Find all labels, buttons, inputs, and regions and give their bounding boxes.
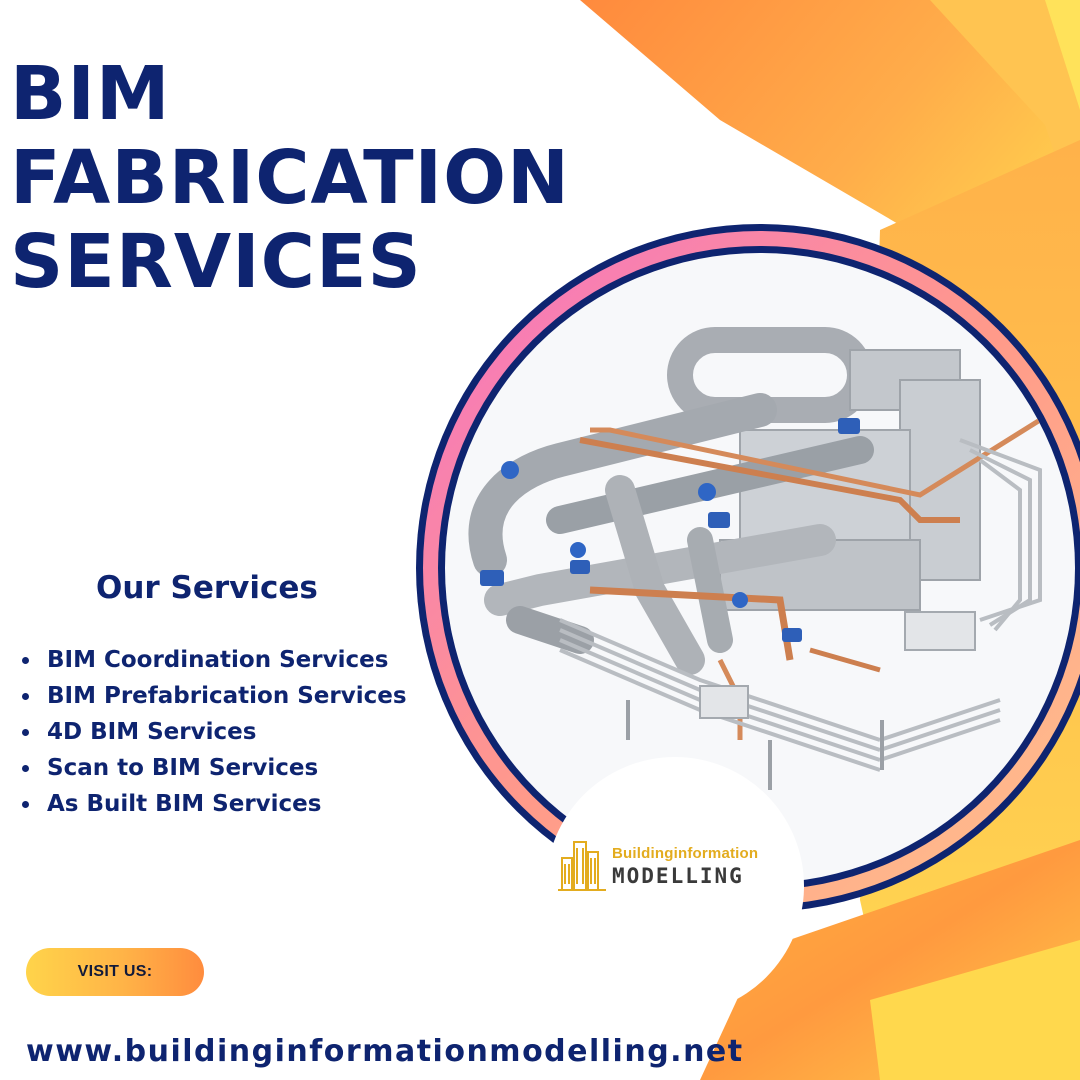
pipe-network-illustration — [468, 327, 1042, 790]
bullet-icon — [22, 800, 29, 808]
list-item: BIM Coordination Services — [18, 642, 407, 678]
logo-text-top: Buildinginformation — [612, 845, 759, 862]
list-item: 4D BIM Services — [18, 714, 407, 750]
bullet-icon — [22, 656, 29, 664]
bullet-icon — [22, 764, 29, 772]
orange-shape-top-light — [930, 0, 1080, 230]
service-label: As Built BIM Services — [47, 791, 322, 817]
bullet-icon — [22, 728, 29, 736]
visit-us-button[interactable]: VISIT US: — [26, 948, 204, 996]
building-logo-icon — [558, 841, 606, 891]
yellow-shape-bottom — [870, 940, 1080, 1080]
orange-shape-top — [580, 0, 1080, 360]
service-label: BIM Coordination Services — [47, 647, 389, 673]
yellow-corner — [1045, 0, 1080, 110]
services-list: BIM Coordination Services BIM Prefabrica… — [18, 642, 407, 822]
services-heading: Our Services — [96, 570, 318, 606]
list-item: BIM Prefabrication Services — [18, 678, 407, 714]
service-label: Scan to BIM Services — [47, 755, 319, 781]
website-link[interactable]: www.buildinginformationmodelling.net — [26, 1034, 744, 1069]
title-line-2: FABRICATION — [10, 135, 570, 221]
logo-text-bottom: MODELLING — [612, 864, 744, 888]
title-line-1: BIM — [10, 51, 171, 137]
company-logo: Buildinginformation MODELLING — [556, 832, 796, 894]
service-label: 4D BIM Services — [47, 719, 257, 745]
list-item: Scan to BIM Services — [18, 750, 407, 786]
list-item: As Built BIM Services — [18, 786, 407, 822]
title-line-3: SERVICES — [10, 219, 422, 305]
page-title: BIM FABRICATION SERVICES — [10, 52, 570, 304]
bullet-icon — [22, 692, 29, 700]
service-label: BIM Prefabrication Services — [47, 683, 407, 709]
